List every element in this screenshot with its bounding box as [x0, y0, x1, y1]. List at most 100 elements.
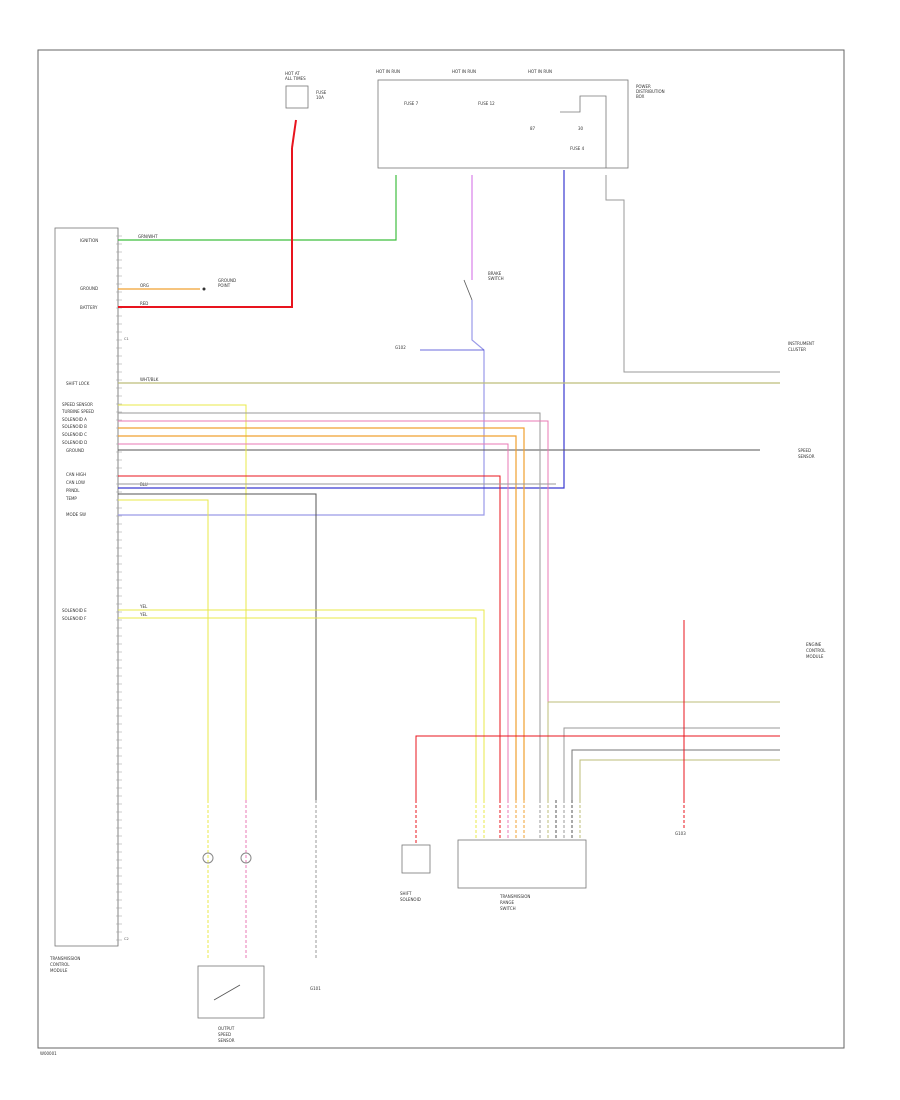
wire-yellow-sol-f [118, 617, 477, 800]
tcm-label-ground: GROUND [80, 286, 98, 291]
wire-label-battery: RED [140, 301, 148, 306]
wire-ecm-dark [571, 749, 780, 800]
tcm-name-2: CONTROL [50, 962, 70, 967]
right-module-c-2: SENSOR [798, 454, 815, 459]
tcm-label-mode: MODE SW [66, 512, 86, 517]
right-module-b-3: MODULE [806, 654, 824, 659]
oss-label-2: SPEED [218, 1032, 231, 1037]
tcm-module [54, 227, 119, 947]
fuse-left-box [285, 85, 309, 109]
trs-label-2: RANGE [500, 900, 514, 905]
right-module-a-1: INSTRUMENT [788, 341, 815, 346]
wire-red-can [118, 475, 501, 800]
pdb-relay-label-1: 87 [530, 126, 536, 131]
wire-label-yellow-2: YEL [139, 612, 148, 617]
right-module-c-1: SPEED [798, 448, 811, 453]
inline-connector [240, 852, 252, 864]
wire-fuse4-blue [118, 170, 565, 489]
wire-label-ignition: GRN/WHT [138, 234, 158, 239]
tcm-name-3: MODULE [50, 968, 68, 973]
tcm-name-1: TRANSMISSION [49, 956, 80, 961]
right-module-b-1: ENGINE [806, 642, 822, 647]
shiftlock-ground-label-2: POINT [218, 283, 231, 288]
interior-ground-1: G102 [395, 345, 406, 350]
wire-ecm-olive-1 [547, 701, 780, 800]
left-ground-1: G101 [310, 986, 321, 991]
right-module-b-2: CONTROL [806, 648, 826, 653]
tcm-label-ignition: IGNITION [80, 238, 98, 243]
shift-solenoid-label-2: SOLENOID [400, 897, 421, 902]
right-module-a-2: CLUSTER [788, 347, 806, 352]
fuse-left-label-1: HOT AT [285, 71, 300, 76]
tcm-label-speed: SPEED SENSOR [62, 402, 93, 407]
fuse-left-label-2: ALL TIMES [285, 76, 306, 81]
pdb-top-label-2: HOT IN RUN [452, 69, 476, 74]
output-speed-sensor [197, 965, 265, 1019]
pdb-name-3: BOX [636, 94, 645, 99]
brake-switch-blade [463, 279, 473, 301]
transmission-range-switch [457, 839, 587, 889]
tcm-label-battery: BATTERY [80, 305, 98, 310]
wire-ignition-green [118, 175, 397, 241]
shift-solenoid-label-1: SHIFT [400, 891, 412, 896]
pdb-relay-path [560, 95, 607, 168]
oss-label-3: SENSOR [218, 1038, 235, 1043]
tcm-label-temp: TEMP [65, 496, 77, 501]
wire-ecm-olive-2 [579, 759, 780, 800]
wire-relay-gray [605, 175, 780, 373]
shiftlock-connector [202, 287, 206, 291]
right-ground-1: G103 [675, 831, 686, 836]
wire-ecm-red [415, 735, 780, 800]
pdb-name-2: DISTRIBUTION [636, 89, 665, 94]
tcm-label-canl: CAN LOW [66, 480, 85, 485]
wire-pink-1 [118, 420, 549, 800]
pdb-name-1: POWER [636, 84, 651, 89]
fuse-left-rating-2: 10A [316, 95, 324, 100]
shiftlock-ground-label-1: GROUND [218, 278, 236, 283]
tcm-label-sol-d: SOLENOID D [62, 440, 87, 445]
wire-gray-1 [118, 412, 541, 800]
wire-yellow-1 [118, 404, 247, 800]
fuse-left-rating-1: FUSE [316, 90, 327, 95]
wire-yellow-temp [118, 499, 209, 800]
wire-orange-1 [118, 427, 525, 800]
wire-label-olive: WHT/BLK [140, 377, 159, 382]
wire-label-yellow: YEL [139, 604, 148, 609]
tcm-connector-top: C1 [124, 337, 129, 341]
inline-connector [202, 852, 214, 864]
wire-brake-lightblue [118, 300, 485, 516]
wire-dark-prndl [118, 493, 317, 800]
lower-wire-drops [202, 800, 685, 960]
diagram-frame [37, 49, 845, 1049]
shift-solenoid-box [401, 844, 431, 874]
tcm-label-sol-e: SOLENOID E [62, 608, 87, 613]
pdb-top-label-3: HOT IN RUN [528, 69, 552, 74]
tcm-label-turbine: TURBINE SPEED [61, 409, 94, 414]
power-distribution-box [377, 79, 629, 169]
pdb-relay-label-2: 30 [578, 126, 584, 131]
brake-switch-label-1: BRAKE [488, 271, 502, 276]
tcm-connector-bottom: C2 [124, 937, 129, 941]
oss-switch-line [213, 984, 241, 1001]
trs-label-3: SWITCH [500, 906, 516, 911]
wire-orange-2 [118, 435, 517, 800]
tcm-pin-ticks [116, 235, 122, 941]
tcm-label-shiftlock: SHIFT LOCK [66, 381, 90, 386]
oss-label-1: OUTPUT [218, 1026, 235, 1031]
trs-label-1: TRANSMISSION [499, 894, 530, 899]
tcm-label-ground2: GROUND [66, 448, 84, 453]
tcm-label-sol-f: SOLENOID F [62, 616, 87, 621]
wire-ecm-gray-1 [563, 727, 780, 800]
pdb-fuse-label-2: FUSE 12 [478, 101, 495, 106]
tcm-label-sol-c: SOLENOID C [62, 432, 87, 437]
tcm-label-prndl: PRNDL [66, 488, 80, 493]
brake-switch-label-2: SWITCH [488, 276, 504, 281]
wire-battery-red-up [291, 119, 297, 149]
wire-red-2 [118, 443, 509, 800]
tcm-label-canh: CAN HIGH [66, 472, 86, 477]
page-code: W00001 [40, 1051, 57, 1056]
wire-label-shiftlock: ORG [140, 283, 149, 288]
wire-yellow-sol-e [118, 609, 485, 800]
